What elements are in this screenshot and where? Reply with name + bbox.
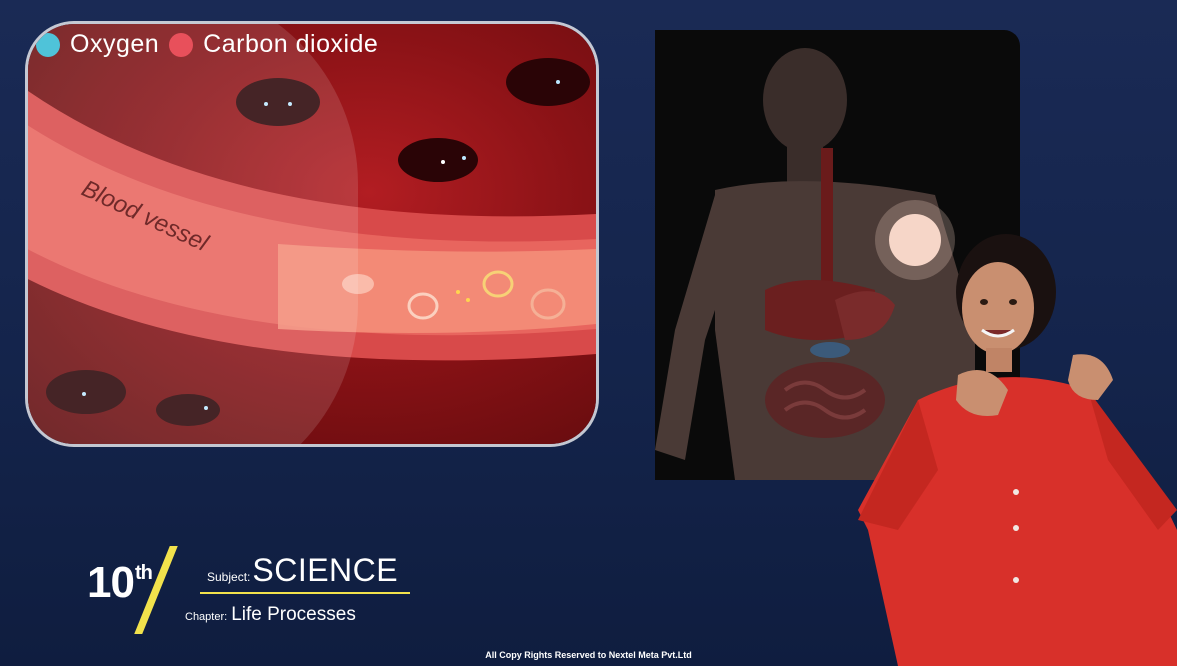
grade-number: 10th [87,558,152,608]
blood-vessel-animation: Blood vessel Oxygen Carbon dioxide [28,24,596,444]
copyright-notice: All Copy Rights Reserved to Nextel Meta … [0,650,1177,660]
legend-oxygen: Oxygen [70,30,159,59]
grade-value: 10 [87,558,134,607]
subject-label: Subject: [207,570,250,584]
chapter-label: Chapter: [185,611,227,623]
chapter-value: Life Processes [231,604,356,626]
blood-cell [506,58,590,106]
legend-carbon-dioxide: Carbon dioxide [203,30,378,59]
sign-language-interpreter [858,230,1177,666]
chapter-line: Chapter: Life Processes [185,604,356,626]
subject-underline [200,592,410,594]
subject-value: SCIENCE [252,552,398,589]
glass-highlight [28,24,358,444]
grade-suffix: th [135,562,152,584]
subject-line: Subject: SCIENCE [207,552,398,589]
oxygen-icon [36,33,60,57]
blood-cell [398,138,478,182]
legend: Oxygen Carbon dioxide [36,30,378,59]
carbon-dioxide-icon [169,33,193,57]
